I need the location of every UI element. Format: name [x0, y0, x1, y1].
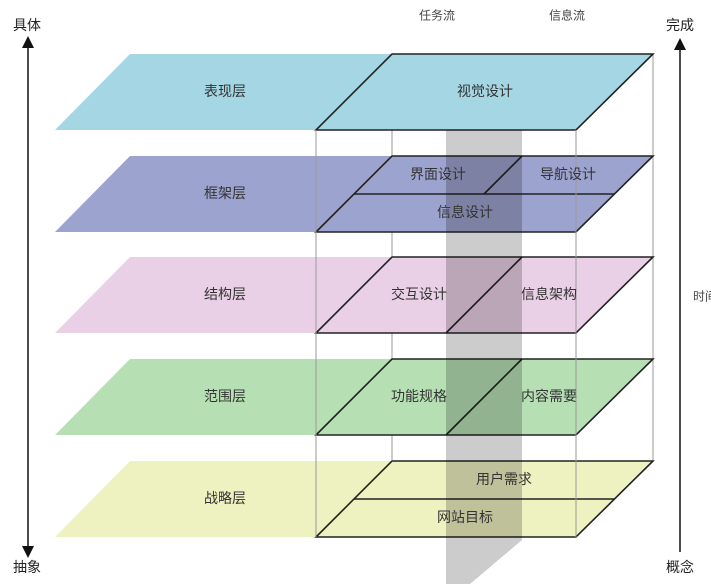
layer-band — [55, 156, 392, 232]
left-axis-top-label: 具体 — [13, 18, 41, 34]
divider — [445, 256, 523, 334]
layer-item: 交互设计 — [391, 286, 447, 303]
layer-name: 表现层 — [204, 84, 246, 100]
layer-item: 功能规格 — [391, 389, 447, 405]
layer-1 — [55, 155, 655, 233]
layer-4 — [55, 460, 655, 538]
layer-2 — [55, 256, 655, 334]
layer-item: 网站目标 — [437, 510, 493, 526]
layer-band — [55, 359, 392, 435]
layer-item: 视觉设计 — [457, 84, 513, 100]
layer-band — [55, 54, 392, 130]
right-axis-bottom-label: 概念 — [666, 559, 694, 576]
info-flow-label: 信息流 — [549, 8, 585, 23]
time-label: 时间 — [693, 290, 711, 304]
layer-item: 导航设计 — [540, 167, 596, 183]
layer-name: 结构层 — [204, 287, 246, 303]
layer-band — [55, 257, 392, 333]
layer-name: 范围层 — [204, 388, 246, 405]
layer-name: 框架层 — [204, 186, 246, 202]
layer-item: 用户需求 — [476, 471, 532, 488]
flow-stripe — [446, 130, 522, 584]
layer-item: 信息设计 — [437, 204, 493, 221]
layer-item: 信息架构 — [521, 286, 577, 303]
layer-band — [55, 461, 392, 537]
right-axis-top-label: 完成 — [666, 18, 694, 34]
layer-name: 战略层 — [204, 491, 246, 507]
layer-plane — [316, 54, 653, 130]
layer-item: 内容需要 — [521, 388, 577, 405]
left-axis-bottom-label: 抽象 — [13, 560, 41, 576]
layer-0 — [55, 53, 655, 131]
divider — [445, 358, 523, 436]
task-flow-label: 任务流 — [419, 8, 455, 23]
divider — [483, 155, 523, 195]
layer-item: 界面设计 — [410, 167, 466, 183]
